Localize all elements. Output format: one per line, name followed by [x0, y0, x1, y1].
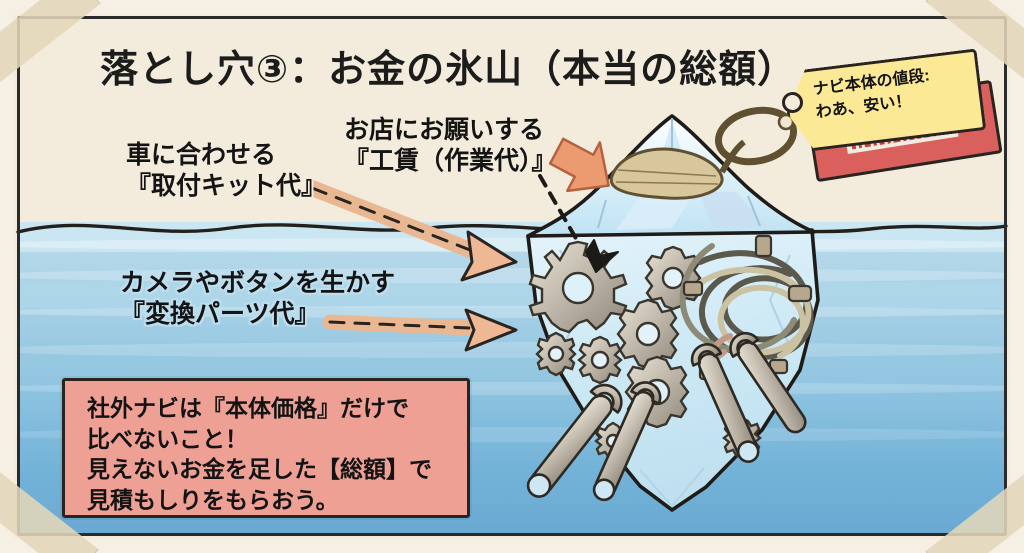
annotation-label-kit: 車に合わせる 『取付キット代』 — [126, 140, 326, 201]
annotation-kit-line1: 車に合わせる — [126, 141, 277, 169]
annotation-label-kouchin: お店にお願いする 『工賃（作業代）』 — [344, 115, 557, 176]
wave-streak — [17, 342, 1007, 358]
notice-line: 社外ナビは『本体価格』だけで — [87, 395, 409, 421]
annotation-label-henkan: カメラやボタンを生かす 『変換パーツ代』 — [120, 268, 395, 329]
annotation-henkan-line1: カメラやボタンを生かす — [120, 269, 396, 297]
notice-line: 見えないお金を足した【総額】で — [87, 456, 432, 483]
notice-box: 社外ナビは『本体価格』だけで 比べないこと！ 見えないお金を足した【総額】で 見… — [62, 378, 470, 518]
annotation-henkan-line2: 『変換パーツ代』 — [120, 299, 320, 328]
notice-line: 見積もしりをもらおう。 — [87, 486, 339, 513]
wave-streak — [17, 238, 1007, 251]
notice-line: 比べないこと！ — [87, 425, 248, 452]
price-tag-group: ナビ本体の値段: わあ、安い！ — [776, 60, 1016, 183]
annotation-kouchin-line1: お店にお願いする — [344, 116, 545, 144]
price-tag-text: ナビ本体の値段: わあ、安い！ — [812, 64, 934, 124]
annotation-kouchin-line2: 『工賃（作業代）』 — [344, 146, 557, 175]
annotation-kit-line2: 『取付キット代』 — [126, 171, 327, 200]
wave-band — [17, 282, 1007, 308]
page-title: 落とし穴③：お金の氷山（本当の総額） — [100, 49, 797, 91]
